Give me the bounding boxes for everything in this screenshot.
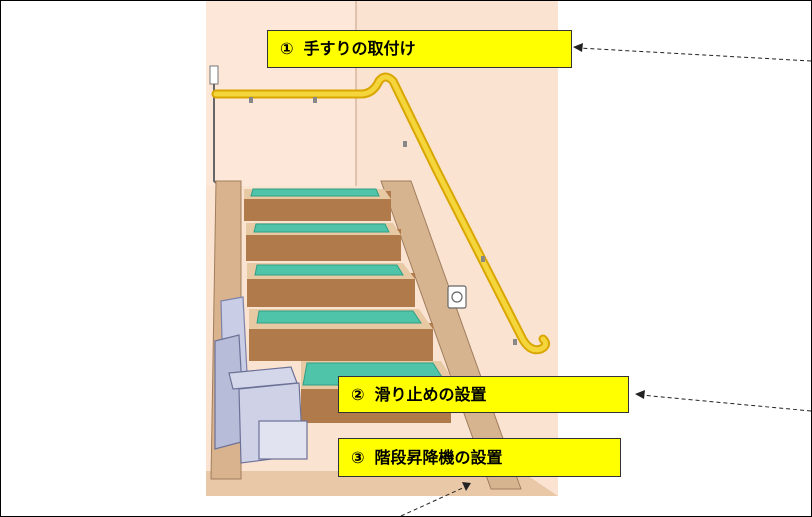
arrowhead-3 [462,482,471,491]
handrail-bracket [481,256,485,262]
leader-line-1 [578,47,811,62]
handrail-bracket [513,339,517,345]
callout-stairlift: ③ 階段昇降機の設置 [338,438,621,477]
tread-mat [250,188,380,197]
handrail-bracket [313,97,317,103]
leader-arrows [400,43,811,516]
callout-label: 手すりの取付け [303,39,416,58]
callout-label: 階段昇降機の設置 [374,447,503,467]
handrail-highlight [213,74,549,353]
leader-line-2 [640,394,811,412]
callout-number: ③ [351,447,365,467]
handrail-bracket [403,141,407,147]
tread-mat [254,264,404,276]
wall-outlet [447,285,467,309]
callout-handrail: ① 手すりの取付け [267,30,572,68]
callout-number: ① [280,39,294,58]
wall-outlet-socket [451,291,463,303]
arrowhead-1 [573,43,583,52]
callout-anti-slip: ② 滑り止めの設置 [338,376,629,413]
callout-label: 滑り止めの設置 [374,384,487,404]
handrail-brackets [249,97,517,345]
arrowhead-2 [635,390,645,399]
leader-line-3 [400,485,468,516]
floor [206,471,558,496]
handrail-bracket [249,97,253,103]
tread-mat [256,310,422,324]
callout-number: ② [351,384,365,404]
tread-mat [253,223,390,233]
stairlift [214,296,308,464]
wall-switch [209,65,219,85]
stair-riser [249,323,433,361]
stairlift-footrest [258,420,308,460]
